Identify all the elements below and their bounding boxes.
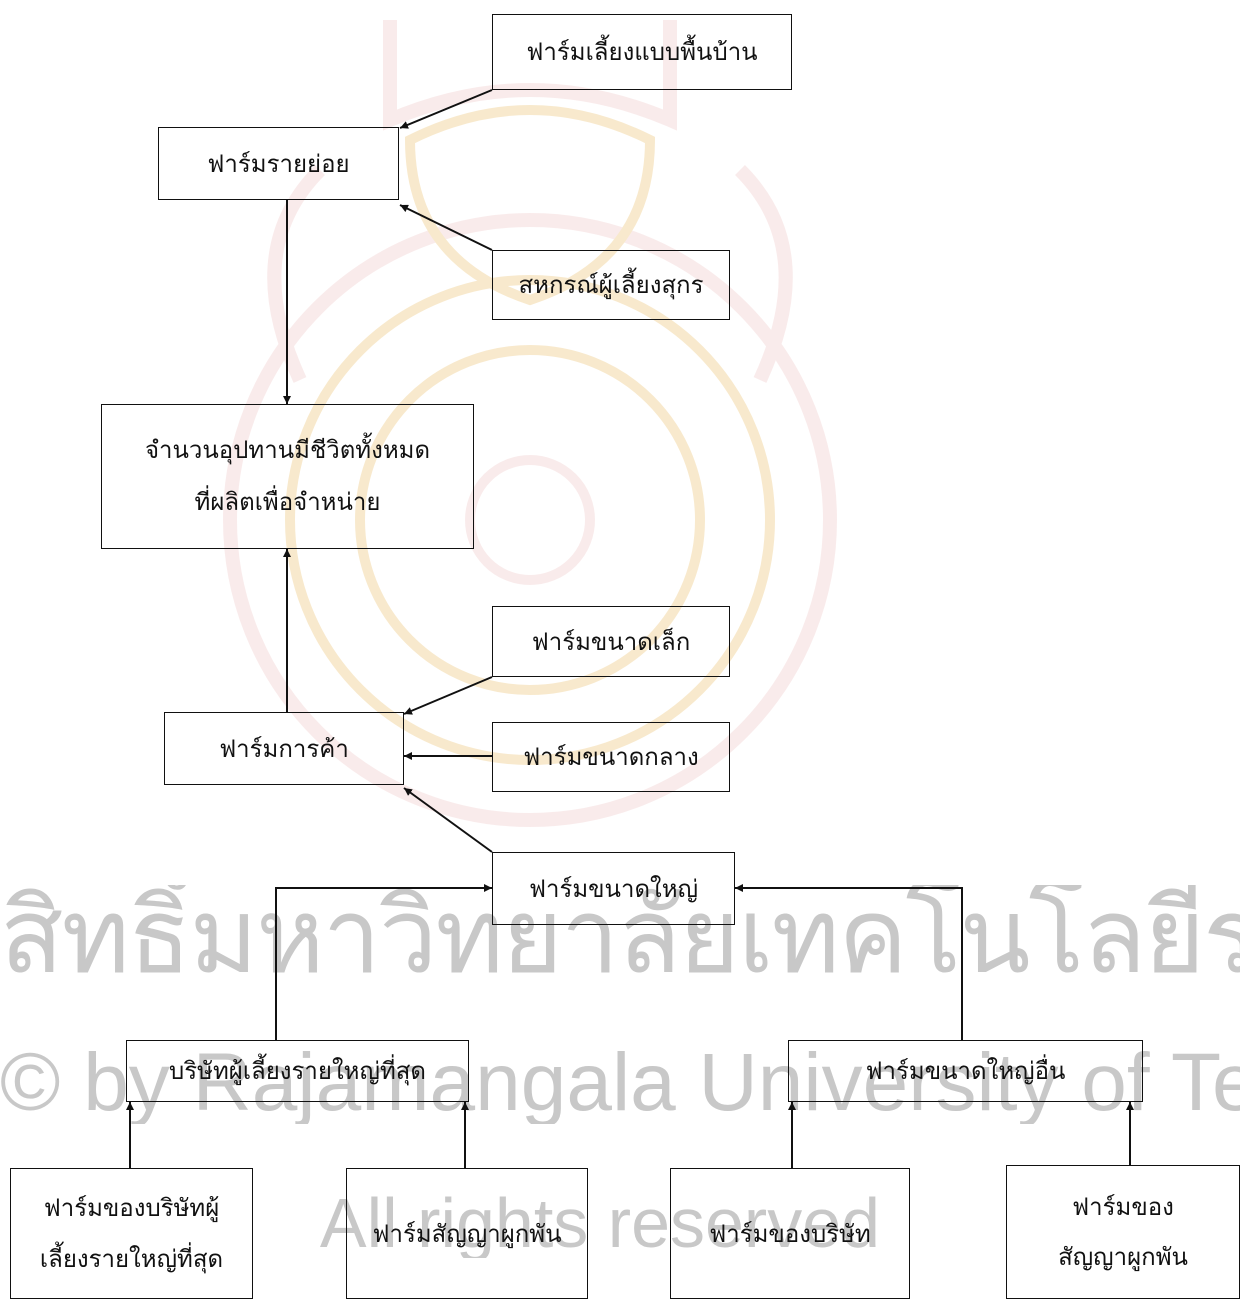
node-largest-company: บริษัทผู้เลี้ยงรายใหญ่ที่สุด	[126, 1040, 469, 1102]
node-contract-farm: ฟาร์มสัญญาผูกพัน	[346, 1168, 588, 1299]
node-other-large-farm: ฟาร์มขนาดใหญ่อื่น	[788, 1040, 1143, 1102]
node-medium-farm: ฟาร์มขนาดกลาง	[492, 722, 730, 792]
arrow-small-to-commercial	[403, 676, 493, 715]
node-company-farm: ฟาร์มของบริษัท	[670, 1168, 910, 1299]
watermark-rights-text: All rights reserved	[319, 1188, 881, 1258]
arrow-largest-company-to-large	[275, 884, 492, 1040]
watermark-thai-text: สิทธิ์มหาวิทยาลัยเทคโนโลยีราชมงคลรัตนโกส…	[0, 885, 1240, 989]
arrow-other-large-to-large	[735, 884, 963, 1040]
node-total-supply: จำนวนอุปทานมีชีวิตทั้งหมดที่ผลิตเพื่อจำห…	[101, 404, 474, 549]
node-pig-cooperative: สหกรณ์ผู้เลี้ยงสุกร	[492, 250, 730, 320]
arrow-backyard-to-smallholder	[399, 89, 493, 129]
node-commercial-farm: ฟาร์มการค้า	[164, 712, 404, 785]
node-largest-company-farm: ฟาร์มของบริษัทผู้เลี้ยงรายใหญ่ที่สุด	[10, 1168, 253, 1299]
node-contract-owned-farm: ฟาร์มของสัญญาผูกพัน	[1006, 1165, 1240, 1299]
node-backyard-farm: ฟาร์มเลี้ยงแบบพื้นบ้าน	[492, 14, 792, 90]
node-large-farm: ฟาร์มขนาดใหญ่	[492, 852, 735, 925]
university-seal-icon	[223, 20, 837, 827]
arrow-large-to-commercial	[403, 787, 493, 853]
node-small-farm: ฟาร์มขนาดเล็ก	[492, 606, 730, 677]
arrow-cooperative-to-smallholder	[399, 204, 493, 251]
watermark-copyright-text: © by Rajamangala University of Technolog…	[0, 1042, 1240, 1124]
node-smallholder-farm: ฟาร์มรายย่อย	[158, 127, 399, 200]
